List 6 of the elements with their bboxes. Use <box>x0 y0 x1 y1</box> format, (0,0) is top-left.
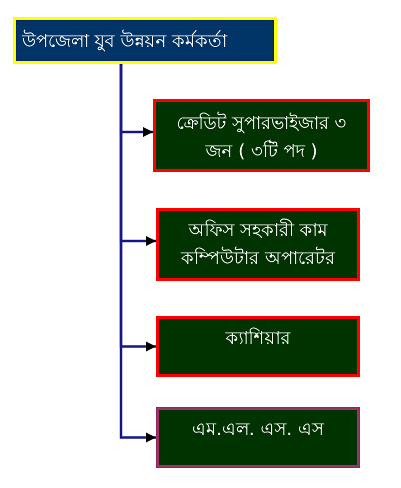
connector-arrow <box>120 64 156 442</box>
role-box: ক্রেডিট সুপারভাইজার ৩ জন ( ৩টি পদ ) <box>153 99 370 172</box>
title-box: উপজেলা যুব উন্নয়ন কর্মকর্তা <box>13 17 277 64</box>
role-box: অফিস সহকারী কাম কম্পিউটার অপারেটর <box>156 208 360 281</box>
role-box: ক্যাশিয়ার <box>156 316 360 377</box>
role-box: এম.এল. এস. এস <box>156 407 360 468</box>
